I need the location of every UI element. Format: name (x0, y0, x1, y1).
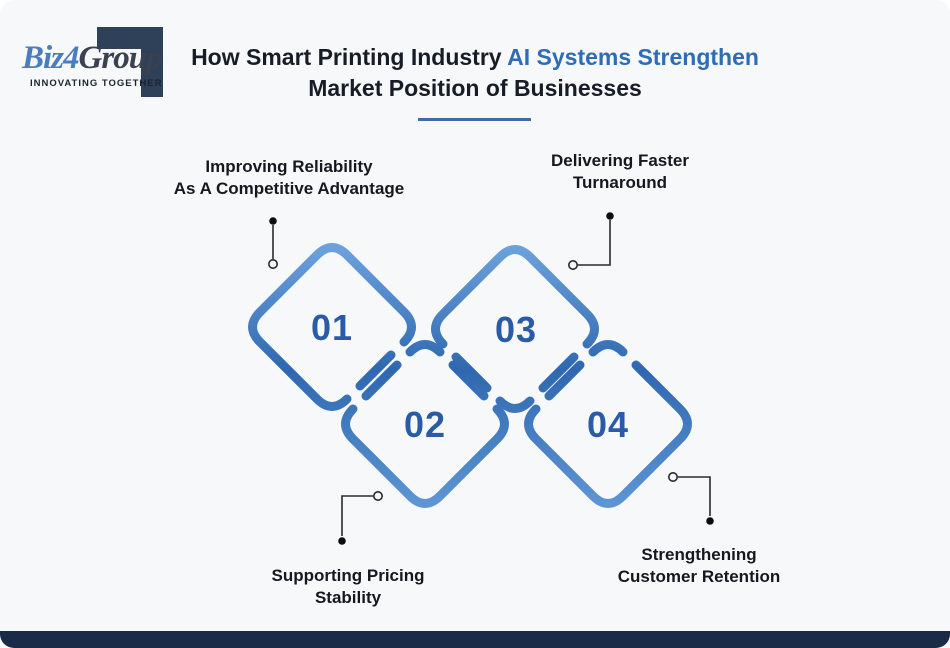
logo-group: Group (78, 40, 163, 76)
logo-bracket-icon (97, 27, 163, 97)
diamond-01 (248, 243, 416, 411)
connector-01-ring (267, 258, 278, 269)
connector-04-dot (706, 517, 714, 525)
label-line: Improving Reliability (205, 157, 373, 176)
connector-04 (667, 471, 714, 525)
connector-01 (267, 217, 278, 269)
footer-bar (0, 631, 950, 648)
label-line: Customer Retention (617, 567, 781, 586)
label-line: Supporting Pricing (271, 566, 425, 585)
diamond-03-number: 03 (495, 309, 537, 350)
logo: Biz4Group INNOVATING TOGETHER (18, 22, 188, 102)
title-highlight: AI Systems Strengthen (507, 44, 759, 70)
title-line1-prefix: How Smart Printing Industry (191, 44, 508, 70)
page-title: How Smart Printing Industry AI Systems S… (0, 42, 950, 104)
connector-03-dot (606, 212, 614, 220)
label-line: Delivering Faster (551, 151, 689, 170)
logo-text: Biz4Group (22, 40, 163, 77)
label-supporting-pricing: Supporting Pricing Stability (272, 565, 425, 609)
diamond-03 (431, 245, 599, 413)
diamond-04 (524, 340, 692, 508)
connector-02 (338, 490, 383, 545)
title-line2: Market Position of Businesses (308, 75, 642, 101)
connector-03 (567, 212, 614, 270)
diamond-01-number: 01 (311, 307, 353, 348)
label-improving-reliability: Improving Reliability As A Competitive A… (174, 156, 405, 200)
logo-tagline: INNOVATING TOGETHER (30, 78, 163, 89)
connector-02-dot (338, 537, 346, 545)
connector-02-ring (372, 490, 383, 501)
title-underline (418, 118, 531, 121)
logo-biz: Biz (22, 40, 64, 76)
label-line: Turnaround (572, 173, 668, 192)
label-line: Stability (314, 588, 382, 607)
logo-4: 4 (63, 40, 79, 76)
connector-03-ring (567, 259, 578, 270)
diamond-02-number: 02 (404, 404, 446, 445)
diamond-02 (341, 340, 509, 508)
diamond-04-number: 04 (587, 404, 629, 445)
label-line: As A Competitive Advantage (173, 179, 405, 198)
label-strengthening-retention: Strengthening Customer Retention (618, 544, 780, 588)
connector-01-dot (269, 217, 277, 225)
label-line: Strengthening (641, 545, 757, 564)
label-delivering-faster: Delivering Faster Turnaround (551, 150, 689, 194)
connector-04-ring (667, 471, 678, 482)
